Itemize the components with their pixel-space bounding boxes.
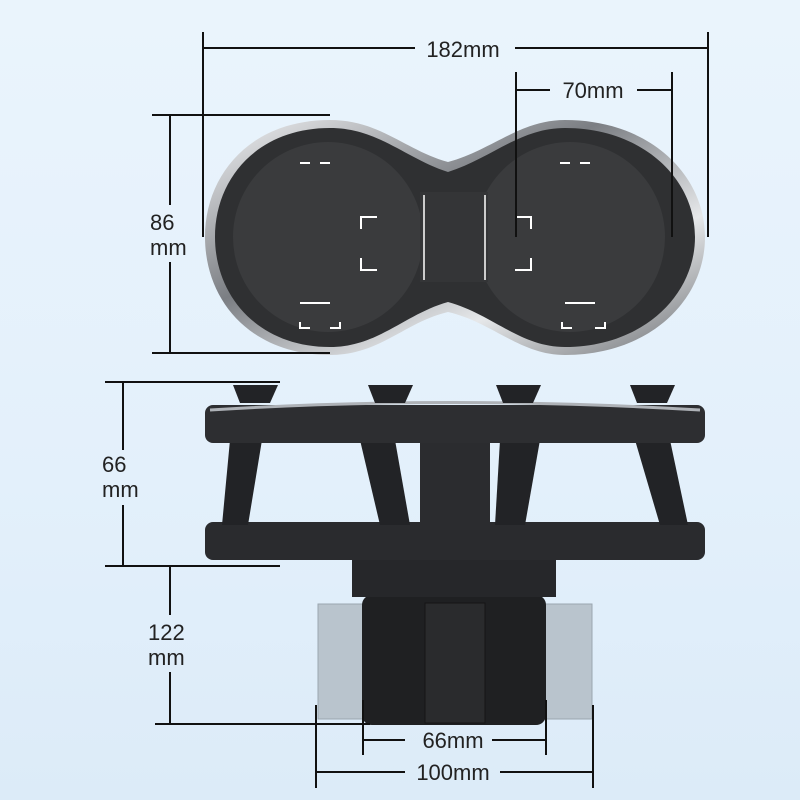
dimension-lines	[105, 32, 709, 788]
top-clips	[233, 385, 675, 403]
depth-value-label: 86	[150, 210, 174, 235]
center-bridge	[420, 192, 488, 282]
upper-ring	[205, 405, 705, 443]
height-total-unit-label: mm	[148, 645, 185, 670]
lower-ring	[205, 522, 705, 560]
depth-unit-label: mm	[150, 235, 187, 260]
top-view	[205, 120, 705, 355]
neck	[352, 555, 556, 597]
cup-diameter-label: 70mm	[562, 78, 623, 103]
left-expander-pad	[317, 603, 364, 720]
height-total-value-label: 122	[148, 620, 185, 645]
base-max-width-label: 100mm	[416, 760, 489, 785]
right-expander-pad	[544, 603, 593, 720]
height-top-unit-label: mm	[102, 477, 139, 502]
base-diameter-label: 66mm	[422, 728, 483, 753]
right-cup-well	[475, 142, 665, 332]
total-width-label: 182mm	[426, 37, 499, 62]
side-view	[205, 385, 705, 725]
height-top-value-label: 66	[102, 452, 126, 477]
left-cup-well	[233, 142, 423, 332]
